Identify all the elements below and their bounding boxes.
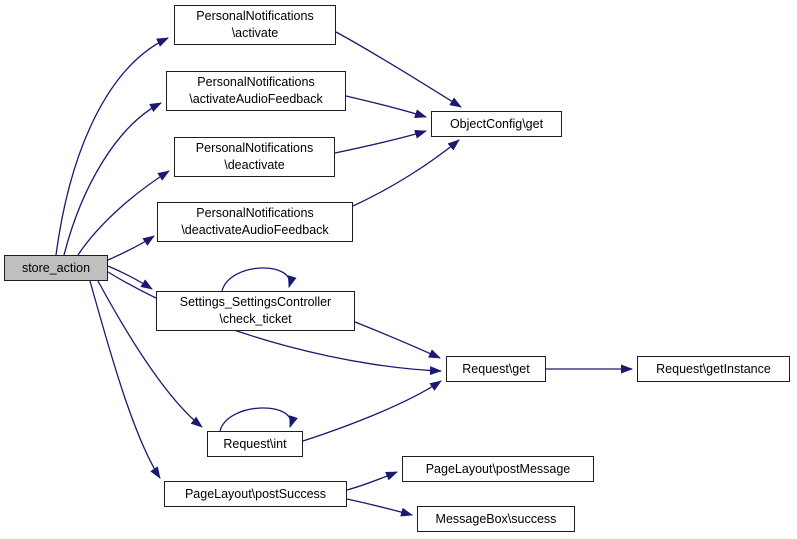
node-personalnotifications-activate[interactable]: PersonalNotifications \activate xyxy=(174,5,336,45)
node-request-get[interactable]: Request\get xyxy=(446,356,546,382)
node-pagelayout-postmessage[interactable]: PageLayout\postMessage xyxy=(402,456,594,482)
edge-personalnotifications-activate--objectconfig-get xyxy=(335,31,462,108)
edge-pagelayout-postsuccess--pagelayout-postmessage xyxy=(346,471,398,491)
edge-store-action--personalnotifications-activate xyxy=(55,37,169,256)
edge-store-action--personalnotifications-deactivateaudiofeedback xyxy=(107,235,155,261)
edge-store-action--personalnotifications-deactivate xyxy=(77,170,170,256)
edge-store-action--pagelayout-postsuccess xyxy=(89,280,161,479)
edge-store-action--request-int xyxy=(97,280,203,428)
edge-request-int--request-get xyxy=(302,380,442,442)
edge-personalnotifications-activateaudiofeedback--objectconfig-get xyxy=(345,95,427,118)
edge-pagelayout-postsuccess--messagebox-success xyxy=(346,498,413,517)
node-messagebox-success[interactable]: MessageBox\success xyxy=(417,506,575,532)
edge-request-int--request-int xyxy=(219,407,298,432)
node-store-action: store_action xyxy=(4,255,108,281)
edge-personalnotifications-deactivate--objectconfig-get xyxy=(334,129,427,154)
node-pagelayout-postsuccess[interactable]: PageLayout\postSuccess xyxy=(164,481,347,507)
node-request-int[interactable]: Request\int xyxy=(207,431,303,457)
node-settings-settingscontroller-check-ticket[interactable]: Settings_SettingsController \check_ticke… xyxy=(156,291,355,331)
node-personalnotifications-activateaudiofeedback[interactable]: PersonalNotifications \activateAudioFeed… xyxy=(166,71,346,111)
node-personalnotifications-deactivate[interactable]: PersonalNotifications \deactivate xyxy=(174,137,335,177)
edge-settings-settingscontroller-check-ticket--settings-settingscontroller-check-ticket xyxy=(221,267,297,292)
edge-store-action--personalnotifications-activateaudiofeedback xyxy=(63,102,162,256)
edge-store-action--request-get xyxy=(107,271,442,376)
edge-personalnotifications-deactivateaudiofeedback--objectconfig-get xyxy=(352,139,460,207)
node-objectconfig-get[interactable]: ObjectConfig\get xyxy=(431,111,562,137)
node-request-getinstance[interactable]: Request\getInstance xyxy=(637,356,790,382)
node-personalnotifications-deactivateaudiofeedback[interactable]: PersonalNotifications \deactivateAudioFe… xyxy=(157,202,353,242)
edge-settings-settingscontroller-check-ticket--request-get xyxy=(354,321,441,359)
edge-store-action--settings-settingscontroller-check-ticket xyxy=(107,265,153,290)
